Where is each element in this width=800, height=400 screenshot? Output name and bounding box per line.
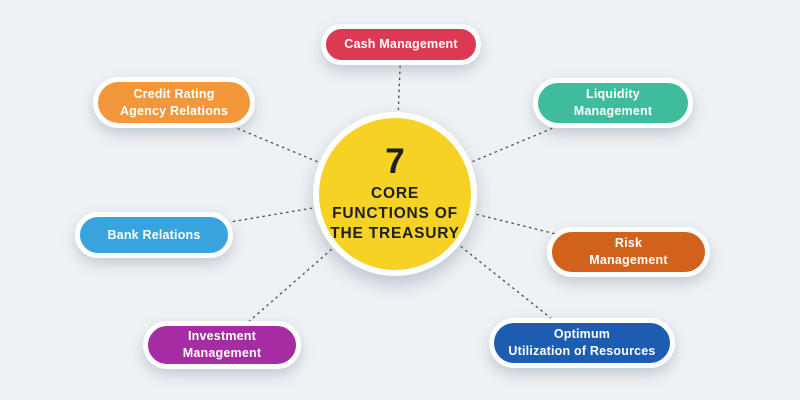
node-risk-management: Risk Management [547, 227, 710, 277]
node-cash-management: Cash Management [321, 24, 481, 65]
node-credit-rating-agency-relations: Credit Rating Agency Relations [93, 77, 255, 128]
node-credit-rating-label: Credit Rating Agency Relations [119, 86, 229, 118]
center-title: CORE FUNCTIONS OF THE TREASURY [330, 184, 460, 243]
node-optimum-utilization-of-resources: Optimum Utilization of Resources [489, 318, 675, 368]
node-liquidity-label: Liquidity Management [573, 87, 653, 118]
center-hub-circle: 7 CORE FUNCTIONS OF THE TREASURY [313, 112, 477, 276]
node-optimum-label: Optimum Utilization of Resources [508, 327, 656, 358]
node-liquidity-management: Liquidity Management [533, 78, 693, 128]
node-investment-label: Investment Management [182, 329, 262, 360]
node-cash-management-label: Cash Management [344, 37, 458, 52]
node-bank-relations: Bank Relations [75, 212, 233, 258]
node-bank-relations-label: Bank Relations [107, 227, 201, 242]
node-risk-management-label: Risk Management [589, 236, 668, 267]
connector-bank-relations [153, 193, 396, 236]
center-number: 7 [385, 141, 405, 181]
node-investment-management: Investment Management [143, 321, 301, 369]
